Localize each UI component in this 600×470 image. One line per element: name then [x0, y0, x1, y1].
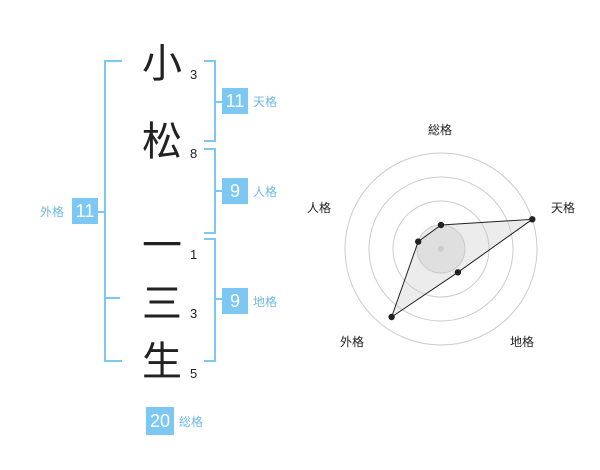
radar-label-jinkaku: 人格	[307, 201, 332, 215]
tenkaku-connector	[214, 101, 222, 103]
stroke-count-4: 3	[190, 306, 198, 321]
stroke-count-5: 5	[190, 366, 198, 381]
radar-ring-2	[392, 200, 490, 298]
name-char-1: 小	[142, 41, 182, 87]
stroke-count-3: 1	[190, 247, 198, 262]
gaikaku-bracket-tick	[104, 297, 120, 299]
jinkaku-label: 人格	[253, 185, 278, 199]
gaikaku-label: 外格	[40, 205, 65, 219]
tenkaku-badge: 11	[222, 88, 248, 114]
radar-point-1	[529, 216, 536, 223]
radar-series-polygon	[390, 218, 535, 319]
chikaku-bracket	[204, 238, 216, 362]
stroke-count-2: 8	[190, 146, 198, 161]
name-char-5: 生	[142, 339, 182, 385]
name-char-4: 三	[142, 281, 182, 327]
radar-center	[438, 246, 444, 252]
soukaku-badge: 20	[146, 407, 174, 435]
jinkaku-badge: 9	[222, 178, 248, 204]
radar-point-3	[388, 313, 395, 321]
radar-label-chikaku: 地格	[510, 335, 535, 349]
radar-ring-3	[368, 176, 514, 322]
tenkaku-label: 天格	[253, 95, 278, 109]
name-char-3: 一	[142, 223, 182, 269]
chikaku-badge: 9	[222, 288, 248, 314]
radar-label-gaikaku: 外格	[340, 335, 365, 349]
radar-label-soukaku: 総格	[428, 123, 453, 137]
gaikaku-badge: 11	[72, 198, 98, 224]
radar-label-tenkaku: 天格	[551, 201, 576, 215]
stroke-count-1: 3	[190, 67, 198, 82]
radar-point-0	[437, 221, 445, 229]
gaikaku-bracket	[104, 60, 122, 362]
gaikaku-connector	[98, 211, 104, 213]
chikaku-label: 地格	[253, 295, 278, 309]
radar-point-2	[454, 269, 462, 276]
jinkaku-connector	[214, 190, 222, 192]
radar-ring-4	[344, 152, 538, 346]
radar-point-4	[415, 238, 422, 245]
soukaku-label: 総格	[179, 415, 204, 429]
chikaku-connector	[214, 298, 222, 300]
name-char-2: 松	[142, 119, 182, 165]
